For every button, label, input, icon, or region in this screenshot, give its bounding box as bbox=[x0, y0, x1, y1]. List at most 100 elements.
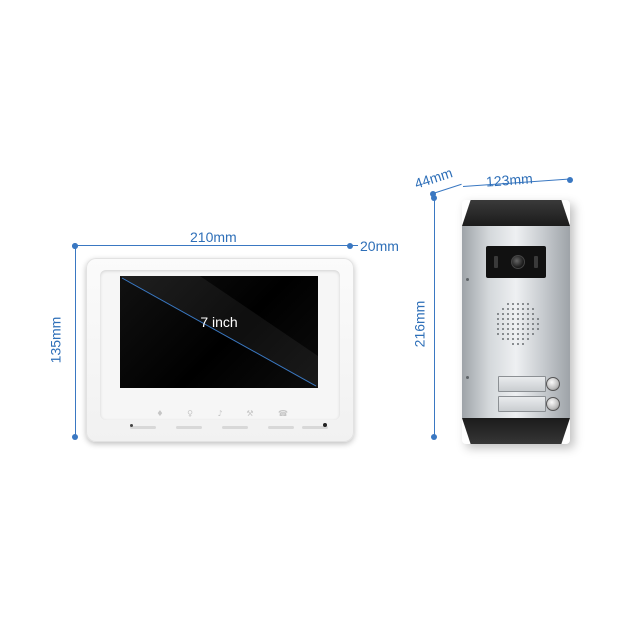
monitor-depth-line bbox=[350, 245, 358, 246]
speaker-hole bbox=[507, 328, 509, 330]
speaker-hole bbox=[512, 318, 514, 320]
mic-icon: ♦ bbox=[156, 409, 164, 418]
nameplate-2 bbox=[498, 396, 546, 412]
monitor-width-end-dot bbox=[347, 243, 353, 249]
station-width-label: 123mm bbox=[485, 170, 534, 190]
speaker-hole bbox=[502, 323, 504, 325]
monitor-control-strip: ♦ ♀ ♪ ⚒ ☎ bbox=[130, 410, 330, 434]
speaker-hole bbox=[507, 303, 509, 305]
station-height-label: 216mm bbox=[411, 300, 428, 348]
speaker-hole bbox=[532, 333, 534, 335]
wrench-icon: ⚒ bbox=[246, 409, 254, 418]
speaker-hole bbox=[512, 323, 514, 325]
speaker-hole bbox=[512, 303, 514, 305]
control-button-1[interactable] bbox=[130, 426, 156, 429]
speaker-hole bbox=[517, 318, 519, 320]
speaker-hole bbox=[517, 313, 519, 315]
speaker-hole bbox=[517, 308, 519, 310]
monitor-height-end-dot bbox=[72, 434, 78, 440]
screen-size-label: 7 inch bbox=[200, 314, 238, 330]
speaker-hole bbox=[527, 313, 529, 315]
speaker-hole bbox=[497, 328, 499, 330]
outdoor-door-station bbox=[462, 200, 570, 444]
station-depth-line bbox=[432, 183, 462, 194]
station-height-end-dot bbox=[431, 434, 437, 440]
speaker-hole bbox=[532, 308, 534, 310]
speaker-hole bbox=[522, 333, 524, 335]
speaker-hole bbox=[522, 318, 524, 320]
speaker-hole bbox=[532, 328, 534, 330]
speaker-hole bbox=[507, 308, 509, 310]
station-bottom-cap bbox=[462, 418, 570, 444]
speaker-hole bbox=[537, 323, 539, 325]
camera-lens-icon bbox=[511, 255, 525, 269]
speaker-hole bbox=[522, 308, 524, 310]
monitor-depth-label: 20mm bbox=[360, 238, 399, 254]
speaker-hole bbox=[517, 338, 519, 340]
camera-window bbox=[486, 246, 546, 278]
speaker-hole bbox=[502, 338, 504, 340]
screw bbox=[466, 278, 469, 281]
phone-icon: ☎ bbox=[278, 409, 288, 418]
speaker-hole bbox=[517, 328, 519, 330]
speaker-hole bbox=[502, 328, 504, 330]
speaker-hole bbox=[522, 343, 524, 345]
speaker-hole bbox=[522, 313, 524, 315]
speaker-hole bbox=[507, 338, 509, 340]
speaker-hole bbox=[517, 333, 519, 335]
control-button-4[interactable] bbox=[268, 426, 294, 429]
speaker-hole bbox=[517, 343, 519, 345]
speaker-hole bbox=[527, 308, 529, 310]
speaker-hole bbox=[522, 338, 524, 340]
station-top-cap bbox=[462, 200, 570, 226]
speaker-hole bbox=[512, 328, 514, 330]
speaker-hole bbox=[507, 318, 509, 320]
screen-diagonal bbox=[120, 276, 318, 388]
key-icon: ♀ bbox=[187, 409, 193, 418]
speaker-hole bbox=[527, 338, 529, 340]
speaker-hole bbox=[502, 333, 504, 335]
speaker-hole bbox=[522, 303, 524, 305]
call-button-2[interactable] bbox=[546, 397, 560, 411]
speaker-hole bbox=[497, 313, 499, 315]
station-depth-start-dot bbox=[430, 191, 436, 197]
screw bbox=[466, 376, 469, 379]
speaker-hole bbox=[527, 323, 529, 325]
speaker-hole bbox=[527, 333, 529, 335]
speaker-hole bbox=[502, 308, 504, 310]
speaker-hole bbox=[497, 318, 499, 320]
speaker-hole bbox=[527, 303, 529, 305]
monitor-mic-hole bbox=[130, 424, 133, 427]
speaker-hole bbox=[497, 323, 499, 325]
speaker-hole bbox=[532, 313, 534, 315]
speaker-grille bbox=[492, 298, 540, 346]
control-button-2[interactable] bbox=[176, 426, 202, 429]
speaker-hole bbox=[507, 323, 509, 325]
monitor-screen: 7 inch bbox=[120, 276, 318, 388]
speaker-hole bbox=[512, 333, 514, 335]
speaker-hole bbox=[532, 323, 534, 325]
speaker-hole bbox=[537, 318, 539, 320]
speaker-hole bbox=[507, 333, 509, 335]
call-button-1[interactable] bbox=[546, 377, 560, 391]
station-width-end-dot bbox=[567, 177, 573, 183]
speaker-hole bbox=[527, 318, 529, 320]
speaker-hole bbox=[527, 328, 529, 330]
monitor-width-line bbox=[75, 245, 350, 246]
speaker-hole bbox=[532, 318, 534, 320]
speaker-hole bbox=[497, 333, 499, 335]
speaker-hole bbox=[517, 303, 519, 305]
ir-led-left bbox=[494, 256, 498, 268]
control-button-5[interactable] bbox=[302, 426, 328, 429]
bell-icon: ♪ bbox=[217, 409, 223, 418]
speaker-hole bbox=[512, 313, 514, 315]
station-panel bbox=[462, 226, 570, 418]
speaker-hole bbox=[512, 338, 514, 340]
monitor-height-line bbox=[75, 246, 76, 436]
control-button-3[interactable] bbox=[222, 426, 248, 429]
speaker-hole bbox=[522, 323, 524, 325]
station-height-line bbox=[434, 198, 435, 438]
monitor-status-led bbox=[323, 423, 327, 427]
speaker-hole bbox=[502, 313, 504, 315]
speaker-hole bbox=[517, 323, 519, 325]
